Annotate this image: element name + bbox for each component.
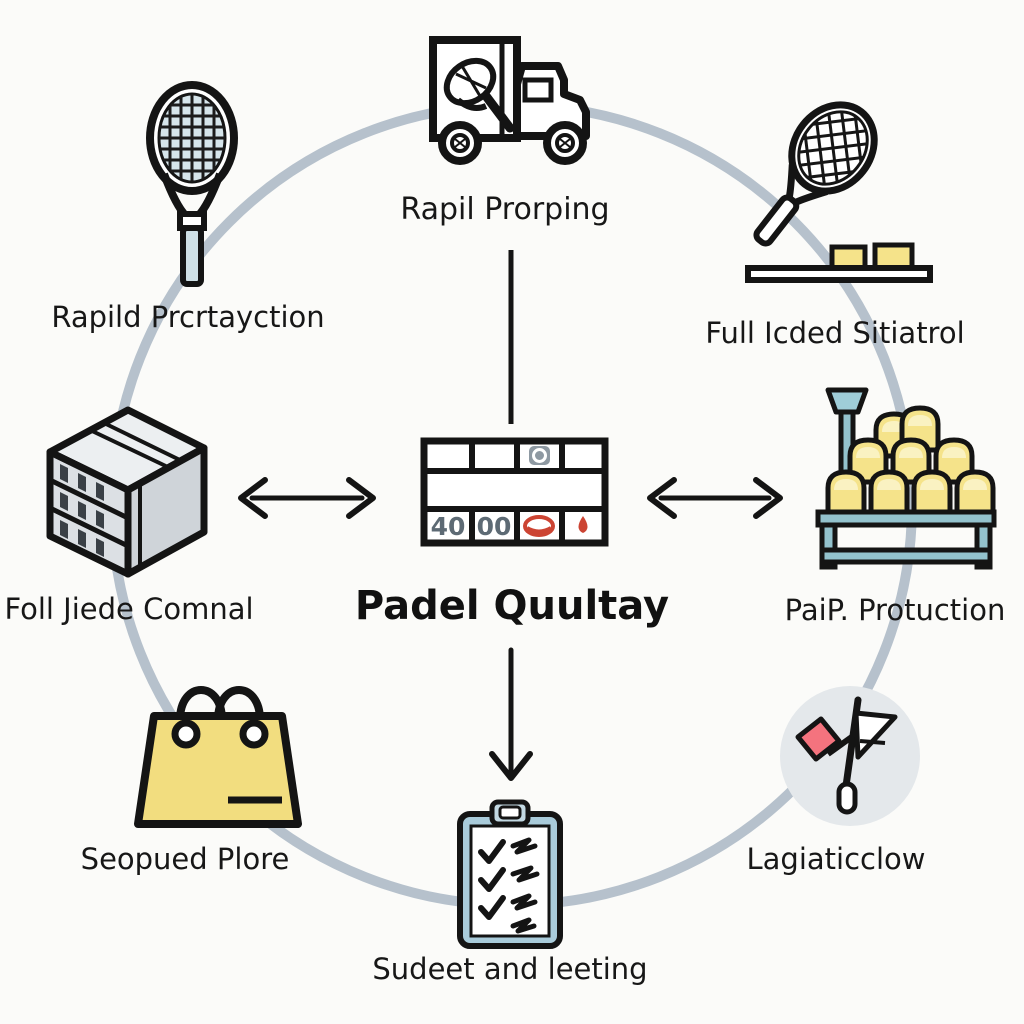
scoreboard-marker-icon (578, 516, 588, 533)
label-bottom: Sudeet and leeting (372, 952, 648, 986)
racket-strings-diagonal (784, 98, 882, 198)
label-top: Rapil Prorping (400, 192, 610, 227)
scoreboard-score-left: 40 (431, 512, 466, 541)
label-bottom-right: Lagiaticclow (746, 842, 926, 876)
truck-wheels (438, 121, 587, 165)
flag-icon (780, 686, 920, 826)
scoreboard-brand-icon (529, 446, 550, 465)
jar-cart-icon (815, 387, 997, 570)
label-right: PaiP. Protuction (784, 593, 1006, 627)
center-title: Padel Quultay (354, 583, 670, 629)
yellow-block (872, 242, 915, 271)
racket-strings (159, 94, 225, 182)
red-flag (795, 716, 842, 762)
scoreboard-ball-icon (523, 515, 555, 537)
scoreboard-score-right: 00 (477, 512, 512, 541)
label-top-right: Full Icded Sitiatrol (705, 316, 965, 350)
crate-icon (46, 406, 208, 578)
truck-cargo-racket (443, 57, 515, 133)
label-top-left: Rapild Prcrtayction (51, 300, 325, 334)
left-double-arrow (238, 477, 376, 519)
down-arrow (489, 647, 533, 781)
racket-shelf-icon (745, 98, 933, 283)
delivery-truck-icon (429, 36, 590, 165)
label-left: Foll Jiede Comnal (4, 592, 254, 626)
shelf-bar (745, 265, 933, 283)
white-pennant (853, 710, 898, 760)
right-double-arrow (647, 477, 783, 519)
flag-handle (836, 781, 858, 815)
checkmarks (478, 839, 506, 920)
tennis-racket-icon (146, 81, 238, 287)
clipboard-checklist-icon (457, 799, 563, 949)
label-bottom-left: Seopued Plore (80, 842, 290, 876)
yellow-block (829, 244, 868, 271)
connectors (238, 250, 783, 781)
shopping-bag-icon (134, 686, 302, 828)
scoreboard-icon: 40 00 (420, 437, 609, 547)
scribble-text (510, 837, 540, 934)
crate-vents (60, 464, 104, 557)
